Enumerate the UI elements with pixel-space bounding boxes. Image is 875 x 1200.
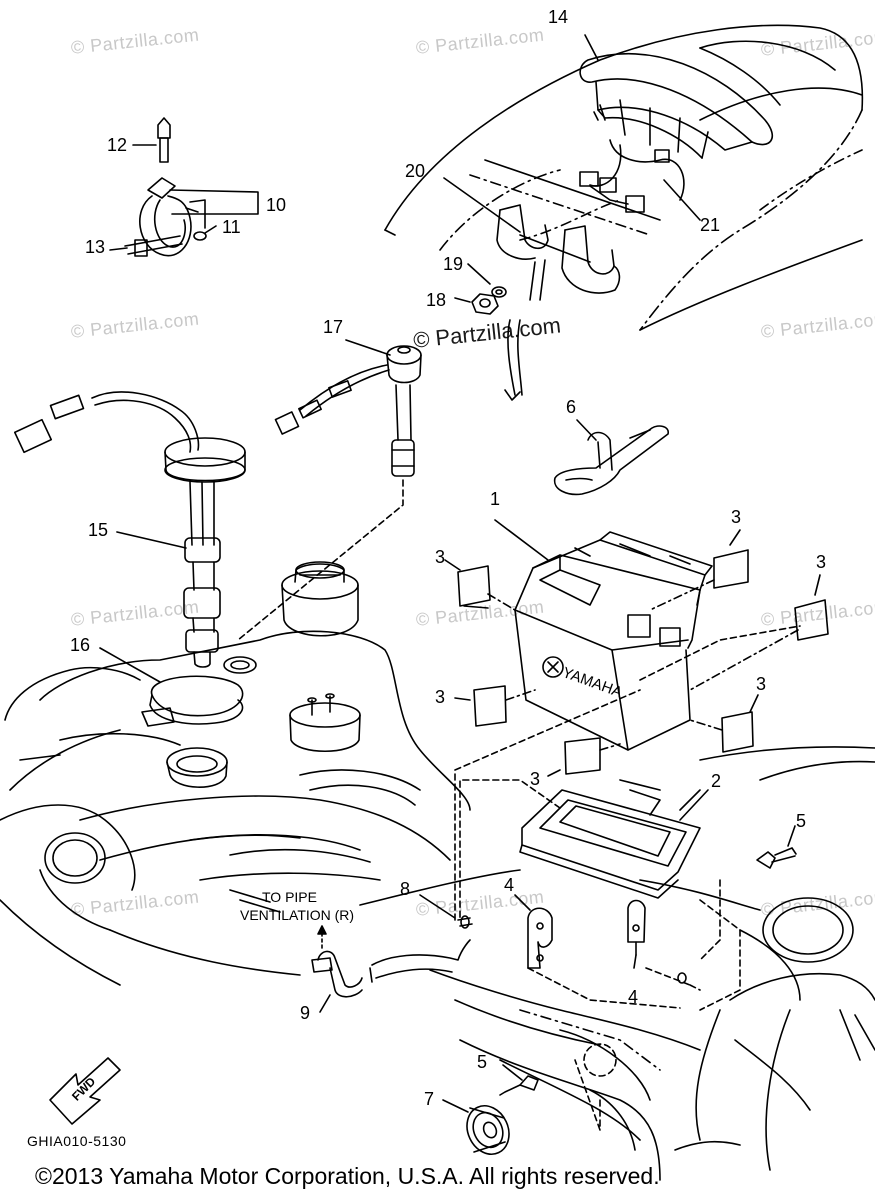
pad-3a xyxy=(457,565,491,609)
fwd-arrow xyxy=(49,1057,121,1125)
band-16 xyxy=(99,647,244,788)
nut-18 xyxy=(471,293,499,315)
grommet-7 xyxy=(442,1099,510,1155)
callout-3b: 3 xyxy=(435,547,446,567)
pad-3b xyxy=(713,549,749,589)
callout-21: 21 xyxy=(700,215,721,235)
callout-8: 8 xyxy=(400,879,411,899)
pad-3f xyxy=(721,711,754,753)
callout-2: 2 xyxy=(711,771,722,791)
callout-10: 10 xyxy=(266,195,287,215)
meter-14 xyxy=(579,40,836,159)
callout-16: 16 xyxy=(70,635,91,655)
pipe-note-line1: TO PIPE xyxy=(262,889,317,905)
hose-9 xyxy=(311,939,471,1013)
callout-20: 20 xyxy=(405,161,426,181)
callout-5a: 5 xyxy=(796,811,807,831)
callout-7: 7 xyxy=(424,1089,435,1109)
callout-11: 11 xyxy=(222,217,241,237)
holder-20 xyxy=(469,159,661,401)
callout-13: 13 xyxy=(85,237,106,257)
callout-3f: 3 xyxy=(530,769,541,789)
bolt-5a xyxy=(756,825,797,869)
callout-1: 1 xyxy=(490,489,501,509)
callout-4a: 4 xyxy=(504,875,515,895)
callout-14: 14 xyxy=(548,7,569,27)
callout-3e: 3 xyxy=(435,687,446,707)
stay-4b xyxy=(627,899,646,969)
wiring-harness-21 xyxy=(579,104,685,213)
callout-3d: 3 xyxy=(756,674,767,694)
hull-lower-right xyxy=(639,746,875,1171)
callout-12: 12 xyxy=(107,135,128,155)
fuel-sender-17 xyxy=(237,339,422,641)
pad-3e xyxy=(564,737,601,775)
bolt-5b xyxy=(499,1064,539,1096)
callout-3a: 3 xyxy=(731,507,742,527)
clamp-10 xyxy=(109,117,259,257)
tank-fittings xyxy=(223,561,361,753)
pad-3c xyxy=(794,599,829,641)
pipe-note-line2: VENTILATION (R) xyxy=(240,907,355,923)
fuel-tank-outline xyxy=(4,630,471,861)
hull-lower-middle xyxy=(359,869,741,1181)
battery-box-2 xyxy=(459,779,701,921)
hull-top-outline xyxy=(384,24,864,331)
callout-17: 17 xyxy=(323,317,344,337)
copyright: ©2013 Yamaha Motor Corporation, U.S.A. A… xyxy=(35,1163,660,1189)
callout-18: 18 xyxy=(426,290,447,310)
callout-19: 19 xyxy=(443,254,464,274)
battery-band-6 xyxy=(553,419,669,496)
washer-19 xyxy=(491,286,507,298)
sender-15 xyxy=(13,391,246,668)
callout-15: 15 xyxy=(88,520,109,540)
pad-3d xyxy=(473,685,507,727)
diagram-code: GHIA010-5130 xyxy=(27,1133,127,1149)
stay-4a xyxy=(514,894,553,969)
hull-lower-left xyxy=(0,804,381,986)
callout-3c: 3 xyxy=(816,552,827,572)
callout-4b: 4 xyxy=(628,987,639,1007)
clamp-8 xyxy=(419,894,473,929)
callout-6: 6 xyxy=(566,397,577,417)
up-arrow xyxy=(317,925,327,949)
callout-9: 9 xyxy=(300,1003,311,1023)
callout-5b: 5 xyxy=(477,1052,488,1072)
battery-1 xyxy=(494,519,713,751)
